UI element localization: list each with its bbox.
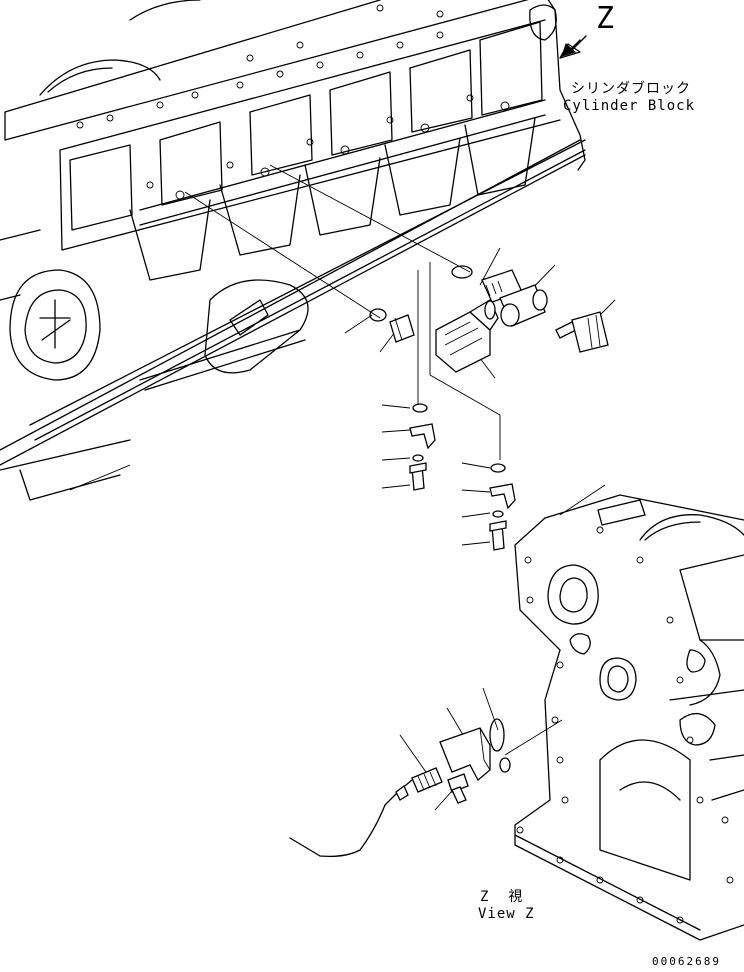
view-z-letter: Z (596, 1, 615, 36)
leader-lines-lower (399, 687, 563, 811)
view-z-caption-jp: Z 視 (480, 889, 524, 905)
temperature-sensor (555, 311, 609, 353)
speed-sensor (289, 767, 443, 858)
drawing-number: 00062689 (652, 955, 721, 968)
bracket-left-stack (409, 403, 436, 491)
bracket-right-stack (489, 463, 516, 551)
cylinder-block-front-view (514, 494, 744, 941)
o-ring-lower (489, 718, 511, 773)
pressure-sensor (435, 299, 499, 373)
o-ring-upper (451, 265, 473, 279)
cylinder-block-main (0, 0, 586, 501)
sensor-adapter (481, 269, 548, 327)
plug-and-gasket (369, 308, 415, 343)
cylinder-block-label-en: Cylinder Block (563, 98, 696, 114)
view-arrow-icon (559, 35, 587, 59)
mounting-bolt-lower (447, 773, 469, 804)
view-z-caption-en: View Z (478, 906, 535, 922)
sensor-bracket (439, 727, 491, 782)
cylinder-block-label-jp: シリンダブロック (571, 81, 691, 97)
